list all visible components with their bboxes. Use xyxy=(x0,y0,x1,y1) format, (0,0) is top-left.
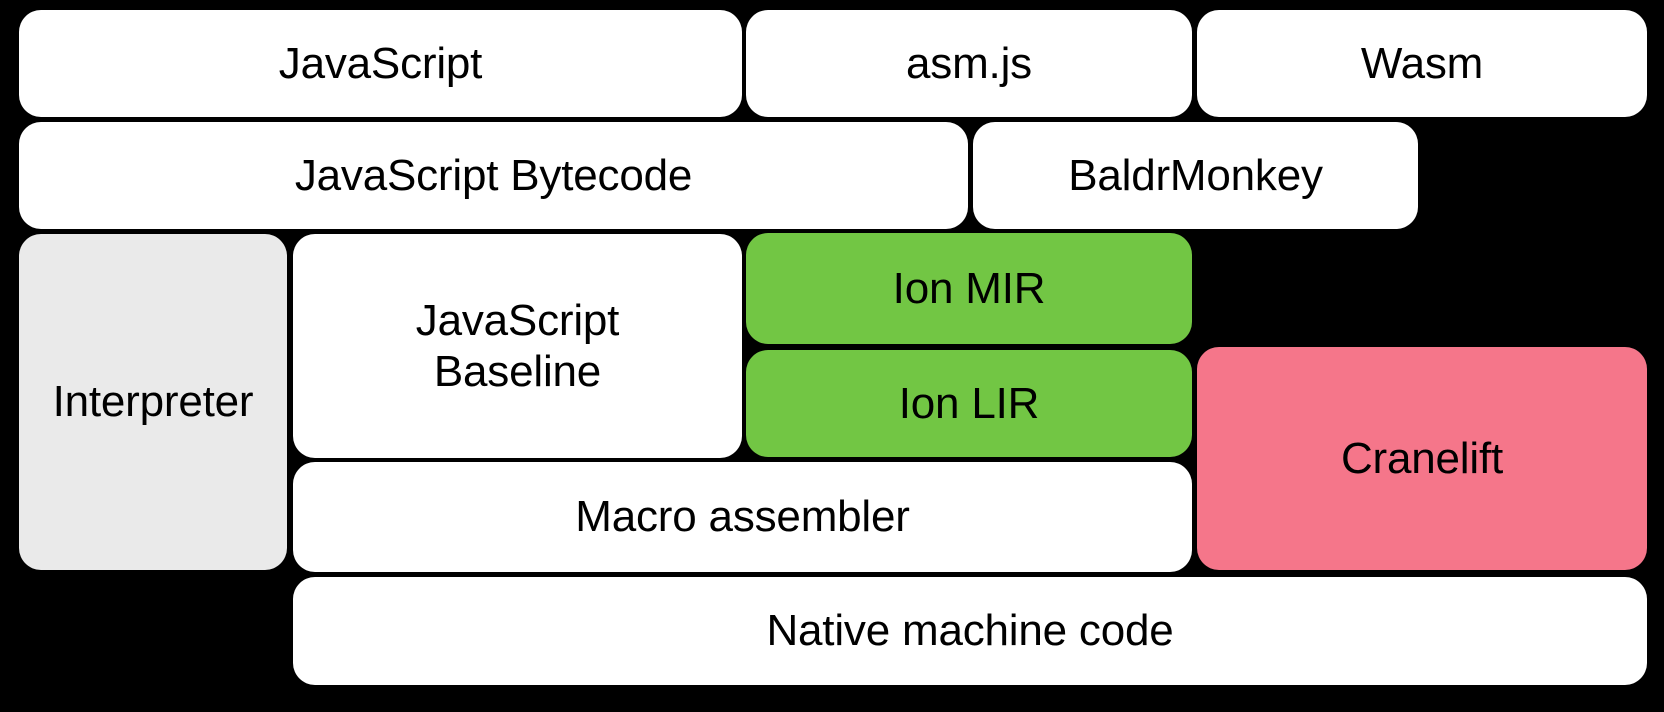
node-baldrmonkey: BaldrMonkey xyxy=(973,122,1418,229)
node-ion-mir: Ion MIR xyxy=(746,233,1192,344)
node-cranelift: Cranelift xyxy=(1197,347,1647,570)
node-javascript-baseline: JavaScript Baseline xyxy=(293,234,742,458)
node-native-machine-code: Native machine code xyxy=(293,577,1647,685)
node-javascript: JavaScript xyxy=(19,10,742,117)
node-javascript-bytecode: JavaScript Bytecode xyxy=(19,122,968,229)
node-interpreter: Interpreter xyxy=(19,234,287,570)
node-wasm: Wasm xyxy=(1197,10,1647,117)
node-asm-js: asm.js xyxy=(746,10,1192,117)
node-ion-lir: Ion LIR xyxy=(746,350,1192,457)
node-macro-assembler: Macro assembler xyxy=(293,462,1192,572)
